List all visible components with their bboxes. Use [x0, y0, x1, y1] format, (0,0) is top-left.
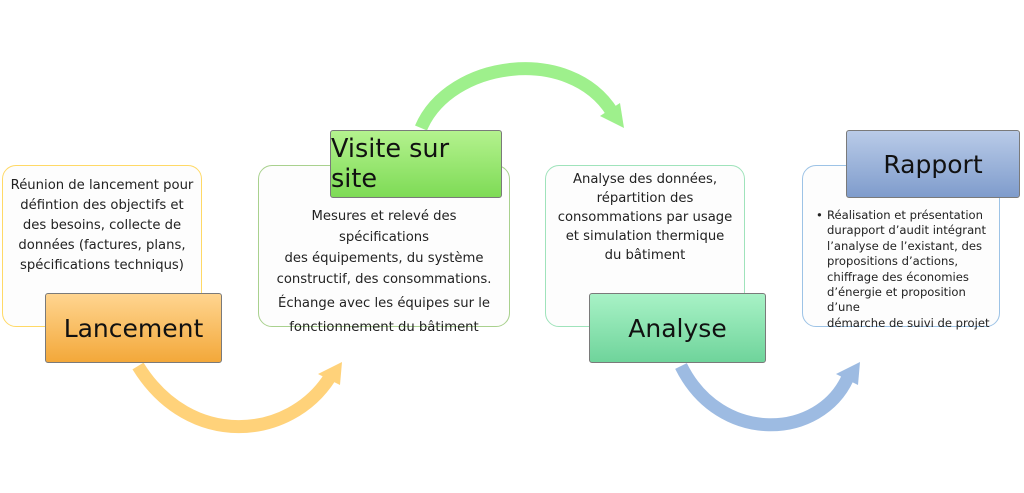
text-line: consommations par usage	[557, 210, 733, 225]
step-visite-card: Mesures et relevé des spécifications des…	[258, 165, 510, 335]
arrow-head-analyse-to-rapport	[836, 362, 860, 385]
step-rapport-description: Réalisation et présentation durapport d’…	[803, 166, 999, 331]
step-analyse-title: Analyse	[589, 293, 766, 363]
text-line: Réunion de lancement pour	[10, 178, 194, 193]
text-line: constructif, des consommations.	[276, 272, 492, 287]
arrow-lancement-to-visite	[132, 362, 336, 433]
step-visite-description: Mesures et relevé des spécifications des…	[259, 166, 509, 338]
step-rapport-title: Rapport	[846, 130, 1020, 198]
step-analyse-description: Analyse des données, répartition des con…	[546, 166, 744, 265]
step-visite-title: Visite sur site	[330, 130, 502, 198]
bullet-item: Réalisation et présentation durapport d’…	[816, 208, 993, 331]
text-line: défintion des objectifs et	[20, 198, 184, 213]
arrow-visite-to-analyse	[415, 62, 618, 131]
arrow-analyse-to-rapport	[675, 363, 854, 432]
text-line: Réalisation et présentation	[827, 208, 984, 222]
text-line: propositions d’actions,	[827, 254, 959, 269]
text-line: démarche de suivi de projet	[827, 315, 990, 330]
text-line: chiffrage des économies	[827, 269, 969, 284]
text-line: Mesures et relevé des spécifications	[311, 209, 457, 245]
arrow-head-visite-to-analyse	[600, 103, 624, 128]
text-line: durapport d’audit intégrant	[827, 223, 987, 238]
text-line: fonctionnement du bâtiment	[289, 320, 479, 335]
text-line: du bâtiment	[604, 248, 686, 263]
text-line: l’analyse de l’existant, des	[827, 238, 982, 253]
text-line: des équipements, du système	[284, 251, 484, 266]
text-line: répartition des	[596, 191, 694, 206]
text-line: spécifications techniqus)	[20, 258, 184, 273]
text-line: données (factures, plans,	[18, 238, 186, 253]
step-lancement-title: Lancement	[45, 293, 222, 363]
text-line: des besoins, collecte de	[22, 218, 182, 233]
text-line: Échange avec les équipes sur le	[277, 296, 490, 311]
arrow-head-lancement-to-visite	[318, 362, 342, 385]
text-line: Analyse des données,	[572, 172, 718, 187]
text-line: et simulation thermique	[565, 229, 725, 244]
step-lancement-description: Réunion de lancement pour défintion des …	[3, 166, 201, 276]
text-line: d’énergie et proposition d’une	[827, 285, 966, 315]
